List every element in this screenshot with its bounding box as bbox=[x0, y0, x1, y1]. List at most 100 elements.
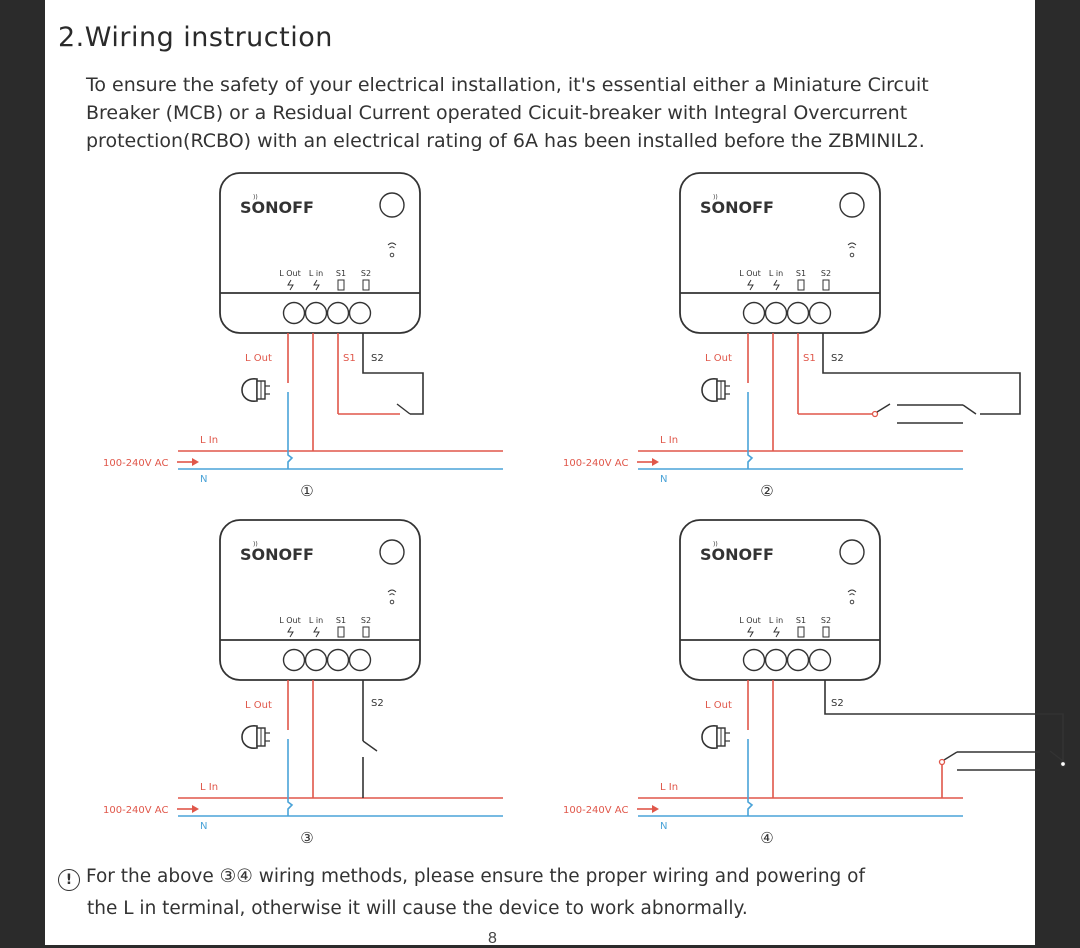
s2-wire bbox=[822, 333, 1021, 415]
supply-arrow bbox=[637, 805, 659, 813]
switch-mark bbox=[337, 626, 345, 638]
switch-mark bbox=[362, 626, 370, 638]
live-mark bbox=[773, 626, 780, 638]
terminal-screw bbox=[742, 648, 766, 672]
n-label: N bbox=[660, 821, 667, 832]
n-label: N bbox=[200, 474, 207, 485]
switch-terminal bbox=[938, 758, 946, 766]
terminal-label: S2 bbox=[361, 269, 371, 278]
wifi-icon bbox=[847, 589, 857, 605]
s1-label: S1 bbox=[803, 353, 816, 364]
terminal-label: L Out bbox=[279, 269, 301, 278]
terminal-label: S1 bbox=[796, 269, 806, 278]
supply-label: 100-240V AC bbox=[103, 458, 168, 469]
terminal-screw bbox=[786, 301, 810, 325]
lightbulb-icon bbox=[701, 378, 730, 402]
terminal-screw bbox=[742, 301, 766, 325]
terminal-screw bbox=[304, 301, 328, 325]
live-mark bbox=[747, 279, 754, 291]
terminal-label: S1 bbox=[336, 269, 346, 278]
switch-terminal bbox=[1059, 760, 1067, 768]
supply-arrow bbox=[637, 458, 659, 466]
brand-logo: SONOFF bbox=[240, 545, 314, 564]
brand-logo: SONOFF bbox=[240, 198, 314, 217]
s1-label: S1 bbox=[343, 353, 356, 364]
s2-label: S2 bbox=[831, 353, 844, 364]
terminal-screw bbox=[326, 301, 350, 325]
live-mark bbox=[287, 279, 294, 291]
terminal-screw bbox=[764, 648, 788, 672]
bulb-neutral-wire bbox=[287, 392, 294, 469]
pair-button bbox=[379, 192, 405, 218]
terminal-screw bbox=[326, 648, 350, 672]
n-label: N bbox=[200, 821, 207, 832]
s2-label: S2 bbox=[831, 698, 844, 709]
terminal-screw bbox=[348, 301, 372, 325]
s2-wire bbox=[824, 680, 1064, 761]
l-out-label: L Out bbox=[705, 353, 732, 364]
terminal-label: L in bbox=[769, 616, 783, 625]
s2-wire bbox=[362, 333, 424, 415]
switch-terminal bbox=[871, 410, 879, 418]
n-label: N bbox=[660, 474, 667, 485]
switch-mark bbox=[337, 279, 345, 291]
terminal-screw bbox=[764, 301, 788, 325]
brand-signal-mark: )) bbox=[253, 194, 258, 201]
switch-mark bbox=[797, 626, 805, 638]
supply-arrow bbox=[177, 458, 199, 466]
switch-icon bbox=[943, 751, 958, 761]
terminal-screw bbox=[808, 648, 832, 672]
section-heading: 2.Wiring instruction bbox=[58, 22, 333, 53]
terminal-label: L Out bbox=[739, 269, 761, 278]
switch-icon bbox=[962, 404, 977, 415]
switch-mark bbox=[362, 279, 370, 291]
s2-label: S2 bbox=[371, 353, 384, 364]
terminal-label: S1 bbox=[336, 616, 346, 625]
terminal-label: L Out bbox=[739, 616, 761, 625]
switch-mark bbox=[822, 279, 830, 291]
switch-mark bbox=[797, 279, 805, 291]
brand-signal-mark: )) bbox=[713, 541, 718, 548]
note-line-2: the L in terminal, otherwise it will cau… bbox=[87, 898, 748, 919]
note-line-1: For the above ③④ wiring methods, please … bbox=[86, 866, 865, 887]
live-mark bbox=[747, 626, 754, 638]
bulb-neutral-wire bbox=[747, 392, 754, 469]
brand-logo: SONOFF bbox=[700, 545, 774, 564]
pair-button bbox=[379, 539, 405, 565]
terminal-label: L Out bbox=[279, 616, 301, 625]
switch-icon bbox=[876, 403, 891, 413]
l-out-label: L Out bbox=[705, 700, 732, 711]
live-mark bbox=[287, 626, 294, 638]
terminal-label: L in bbox=[309, 616, 323, 625]
switch-icon bbox=[1049, 750, 1064, 762]
s2-label: S2 bbox=[371, 698, 384, 709]
l-in-label: L In bbox=[200, 435, 218, 446]
diagram-number: ② bbox=[760, 482, 773, 500]
l-in-label: L In bbox=[660, 782, 678, 793]
l-in-label: L In bbox=[660, 435, 678, 446]
lightbulb-icon bbox=[241, 725, 270, 749]
brand-logo: SONOFF bbox=[700, 198, 774, 217]
brand-signal-mark: )) bbox=[253, 541, 258, 548]
l-out-label: L Out bbox=[245, 700, 272, 711]
manual-page bbox=[45, 0, 1035, 945]
diagram-number: ① bbox=[300, 482, 313, 500]
terminal-screw bbox=[304, 648, 328, 672]
wifi-icon bbox=[387, 589, 397, 605]
live-mark bbox=[313, 626, 320, 638]
warning-icon: ! bbox=[58, 869, 80, 891]
bulb-neutral-wire bbox=[747, 739, 754, 816]
live-mark bbox=[313, 279, 320, 291]
lightbulb-icon bbox=[241, 378, 270, 402]
pair-button bbox=[839, 192, 865, 218]
terminal-screw bbox=[282, 301, 306, 325]
switch-mark bbox=[822, 626, 830, 638]
